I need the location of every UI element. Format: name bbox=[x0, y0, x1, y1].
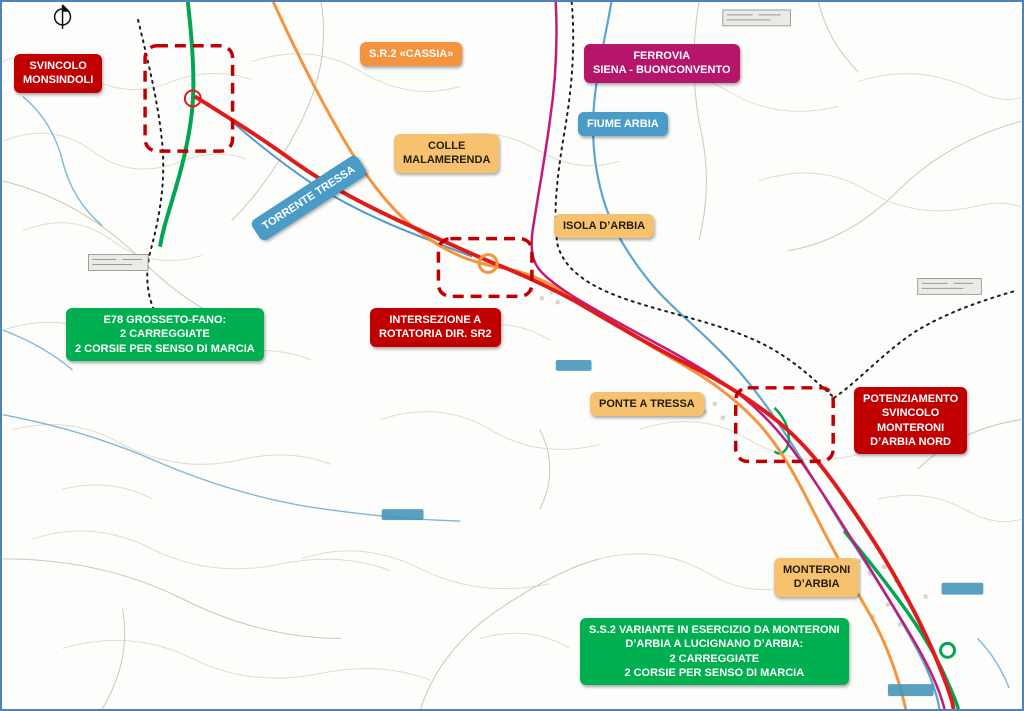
label-ponte-a-tressa: PONTE A TRESSA bbox=[590, 392, 704, 417]
label-ss2-variante: S.S.2 VARIANTE IN ESERCIZIO DA MONTERONI… bbox=[580, 618, 849, 686]
railway-line bbox=[530, 2, 946, 709]
rotatoria-circle bbox=[477, 253, 499, 274]
highlight-box-rotatoria bbox=[436, 236, 534, 299]
label-monteroni-darbia: MONTERONI D’ARBIA bbox=[774, 558, 860, 597]
sr2-cassia-line bbox=[271, 2, 908, 709]
boundary-dotted-lines bbox=[137, 2, 1019, 399]
highlight-box-monsindoli bbox=[143, 44, 235, 153]
label-e78-grosseto-fano: E78 GROSSETO-FANO: 2 CARREGGIATE 2 CORSI… bbox=[66, 308, 264, 361]
label-ferrovia-siena-buonconvento: FERROVIA SIENA - BUONCONVENTO bbox=[584, 44, 740, 83]
label-colle-malamerenda: COLLE MALAMERENDA bbox=[394, 134, 500, 173]
contour-lines bbox=[2, 53, 1022, 681]
label-svincolo-monsindoli: SVINCOLO MONSINDOLI bbox=[14, 54, 103, 93]
urban-areas bbox=[529, 288, 928, 627]
label-fiume-arbia: FIUME ARBIA bbox=[578, 112, 668, 137]
highlight-dashed-boxes bbox=[143, 44, 835, 464]
label-sr2-cassia: S.R.2 «CASSIA» bbox=[360, 42, 463, 67]
highlight-box-monteroni-nord bbox=[733, 386, 835, 464]
label-isola-darbia: ISOLA D’ARBIA bbox=[554, 214, 655, 239]
label-intersezione-rotatoria: INTERSEZIONE A ROTATORIA DIR. SR2 bbox=[370, 308, 501, 347]
map-stamps bbox=[87, 9, 984, 697]
compass-icon bbox=[53, 4, 72, 29]
e78-highway-line bbox=[158, 2, 196, 247]
main-route-red-line bbox=[183, 89, 956, 709]
label-potenziamento-svincolo-monteroni: POTENZIAMENTO SVINCOLO MONTERONI D’ARBIA… bbox=[854, 387, 968, 455]
